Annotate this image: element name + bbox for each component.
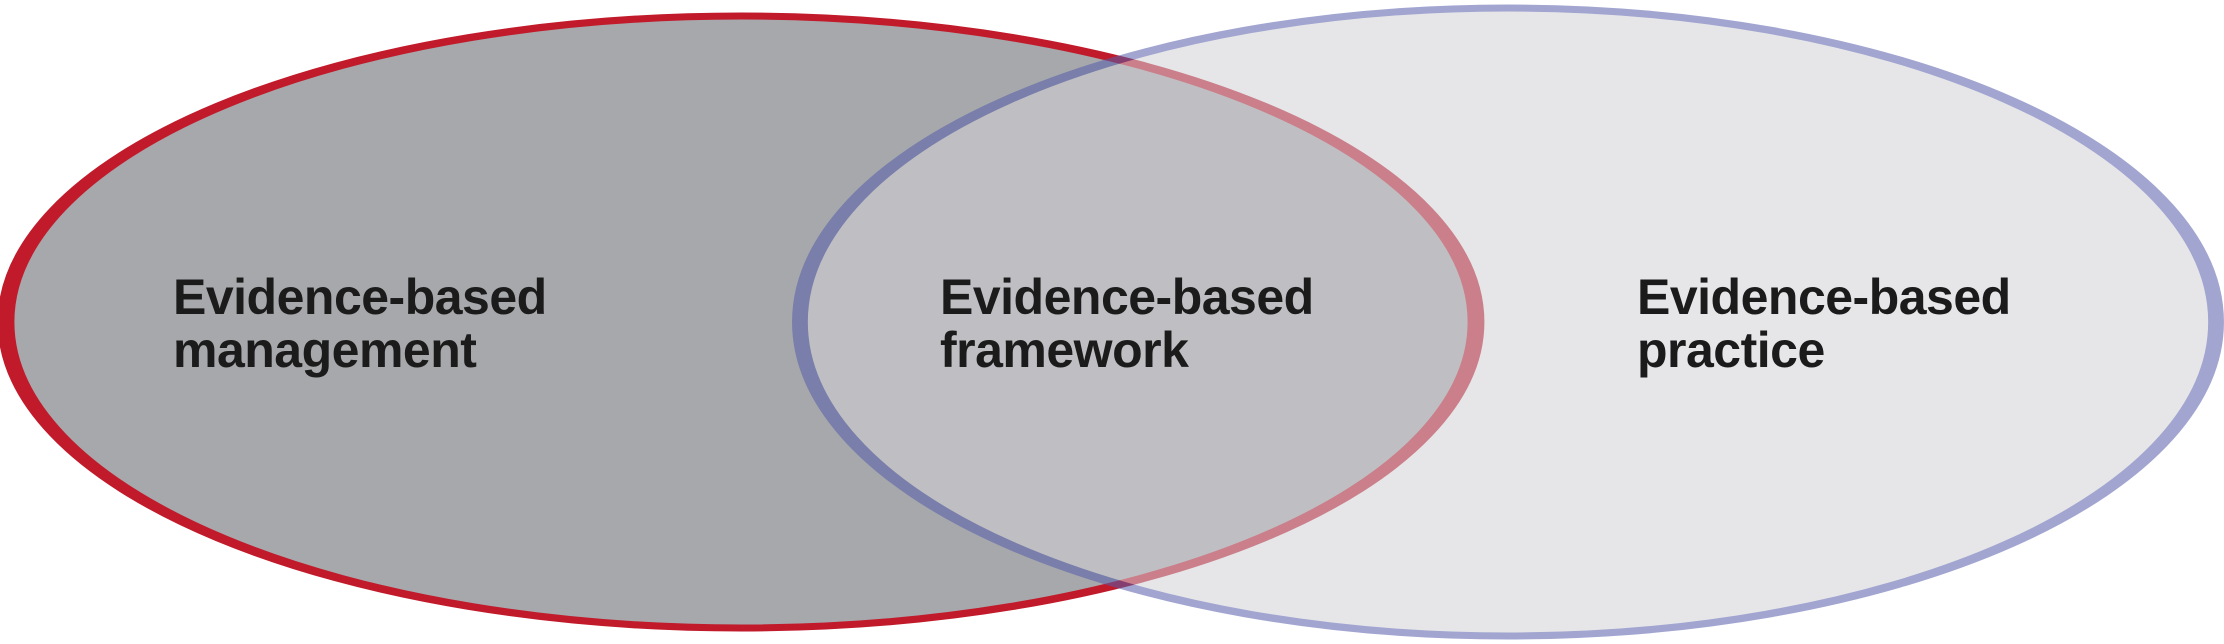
label-management-line1: Evidence-based bbox=[173, 269, 547, 325]
label-framework: Evidence-based framework bbox=[940, 271, 1314, 377]
label-practice: Evidence-based practice bbox=[1637, 271, 2011, 377]
label-practice-line2: practice bbox=[1637, 322, 1825, 378]
practice-ellipse bbox=[792, 4, 2224, 640]
label-framework-line1: Evidence-based bbox=[940, 269, 1314, 325]
label-management: Evidence-based management bbox=[173, 271, 547, 377]
label-practice-line1: Evidence-based bbox=[1637, 269, 2011, 325]
label-framework-line2: framework bbox=[940, 322, 1189, 378]
label-management-line2: management bbox=[173, 322, 477, 378]
